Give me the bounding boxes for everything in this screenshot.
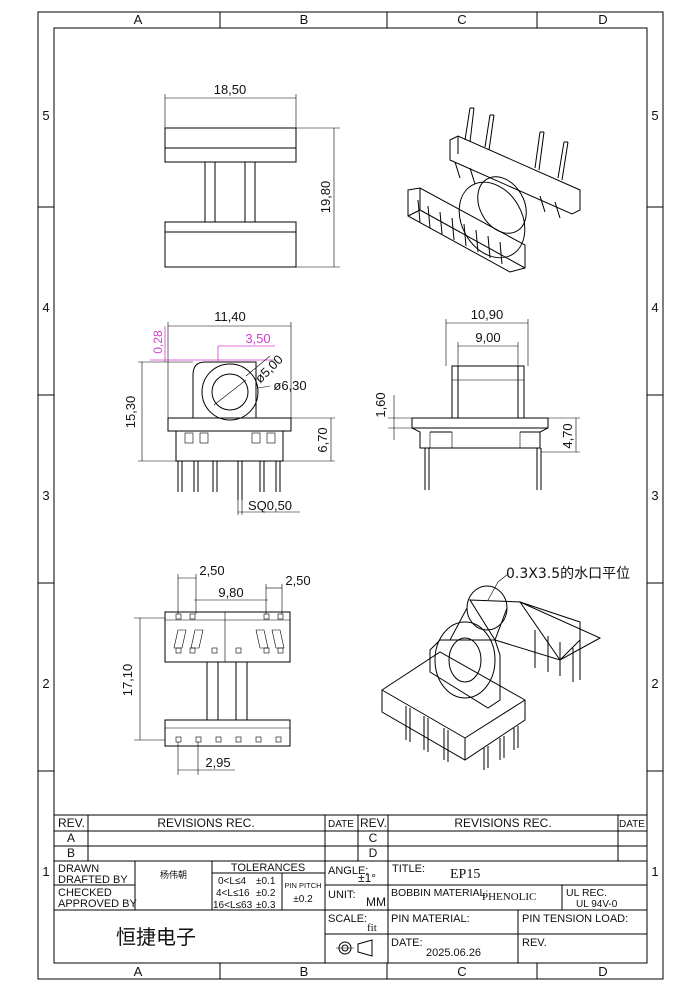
tolerances-label: TOLERANCES [231,862,305,874]
dim-top-height: 19,80 [318,181,333,214]
tolerance-2-range: 4<L≤16 [216,888,250,899]
drafter-name: 杨伟朝 [160,869,187,881]
dim-bottom-left-gap: 2,50 [199,563,224,578]
grid-row-3-left: 3 [42,488,49,503]
grid-row-4-right: 4 [651,300,658,315]
ul-rec-value: UL 94V-0 [576,899,618,910]
date-header-left: DATE [328,819,354,830]
gate-annotation: 0.3X3.5的水口平位 [506,566,630,582]
projection-symbol [336,939,373,957]
dim-front-width: 11,40 [214,309,246,324]
grid-col-d-top: D [598,12,607,27]
dim-front-small: 0,28 [151,330,165,354]
grid-row-1-right: 1 [651,864,658,879]
outer-frame [37,11,664,980]
front-view: 11,40 3,50 0,28 ø5,00 ø6,30 15,30 6,70 S… [123,309,335,515]
tolerance-3-range: 16<L≤63 [213,900,253,911]
drafted-by-label: DRAFTED BY [58,874,128,886]
title-value: EP15 [450,867,480,882]
grid-col-b-bottom: B [300,964,309,979]
rev-d: D [369,846,378,860]
top-view: 18,50 19,80 [164,82,340,268]
grid-row-2-right: 2 [651,676,658,691]
bobbin-material-label: BOBBIN MATERIAL: [391,887,488,899]
company-name: 恒捷电子 [116,925,196,949]
date-value: 2025.06.26 [426,947,481,959]
iso-view-lower [381,573,602,770]
tolerance-1-range: 0<L≤4 [218,876,246,887]
grid-row-4-left: 4 [42,300,49,315]
grid-row-1-left: 1 [42,864,49,879]
grid-col-b-top: B [300,12,309,27]
rev-label-bottom: REV. [522,937,547,949]
grid-row-5-left: 5 [42,108,49,123]
title-block: REV. REVISIONS REC. DATE REV. REVISIONS … [53,814,648,964]
dim-bottom-right-gap: 2,50 [285,573,310,588]
ul-rec-label: UL REC. [566,887,607,899]
tolerance-2-value: ±0.2 [256,888,276,899]
dim-front-height: 15,30 [123,396,138,429]
rev-b: B [67,846,75,860]
side-view: 10,90 9,00 1,60 4,70 [373,307,580,490]
grid-col-c-bottom: C [457,964,466,979]
dim-pin-sq: SQ0,50 [248,498,292,513]
grid-row-3-right: 3 [651,488,658,503]
grid-col-c-top: C [457,12,466,27]
approved-by-label: APPROVED BY [58,898,138,910]
unit-value: MM [366,895,386,909]
bobbin-material-value: PHENOLIC [482,891,536,903]
dim-front-outer-diameter: ø6,30 [273,378,306,393]
scale-label: SCALE: [328,913,367,925]
revisions-header-right: REVISIONS REC. [454,816,551,830]
grid-row-2-left: 2 [42,676,49,691]
rev-a: A [67,831,75,845]
dim-front-base: 6,70 [315,427,330,452]
grid-col-a-bottom: A [134,964,143,979]
tolerance-1-value: ±0.1 [256,876,276,887]
rev-header-right: REV. [360,816,387,830]
dim-bottom-span: 9,80 [218,585,243,600]
iso-view-upper [407,107,581,273]
scale-value: fit [367,922,377,934]
pin-pitch-label: PIN PITCH [284,881,321,890]
date-header-right: DATE [619,819,645,830]
date-label: DATE: [391,937,423,949]
grid-col-d-bottom: D [598,964,607,979]
checked-label: CHECKED [58,887,112,899]
dim-side-base: 4,70 [560,423,575,448]
dim-side-inner: 9,00 [475,330,500,345]
dim-side-outer: 10,90 [471,307,504,322]
pin-tension-label: PIN TENSION LOAD: [522,913,628,925]
angle-value: ±1° [358,871,376,885]
dim-front-offset: 3,50 [245,331,270,346]
revisions-header-left: REVISIONS REC. [157,816,254,830]
dim-bottom-height: 17,10 [120,664,135,697]
pin-pitch-value: ±0.2 [293,894,313,905]
drawn-label: DRAWN [58,863,99,875]
pin-material-label: PIN MATERIAL: [391,913,470,925]
bottom-view: 2,50 2,50 9,80 17,10 2,95 [120,563,311,775]
grid-col-a-top: A [134,12,143,27]
dim-top-width: 18,50 [214,82,247,97]
title-label: TITLE: [392,863,425,875]
angle-label: ANGLE: [328,865,368,877]
tolerance-3-value: ±0.3 [256,900,276,911]
rev-c: C [369,831,378,845]
unit-label: UNIT: [328,889,356,901]
rev-header-left: REV. [58,816,85,830]
grid-row-5-right: 5 [651,108,658,123]
dim-bottom-pitch: 2,95 [205,755,230,770]
dim-side-flange: 1,60 [373,392,388,417]
